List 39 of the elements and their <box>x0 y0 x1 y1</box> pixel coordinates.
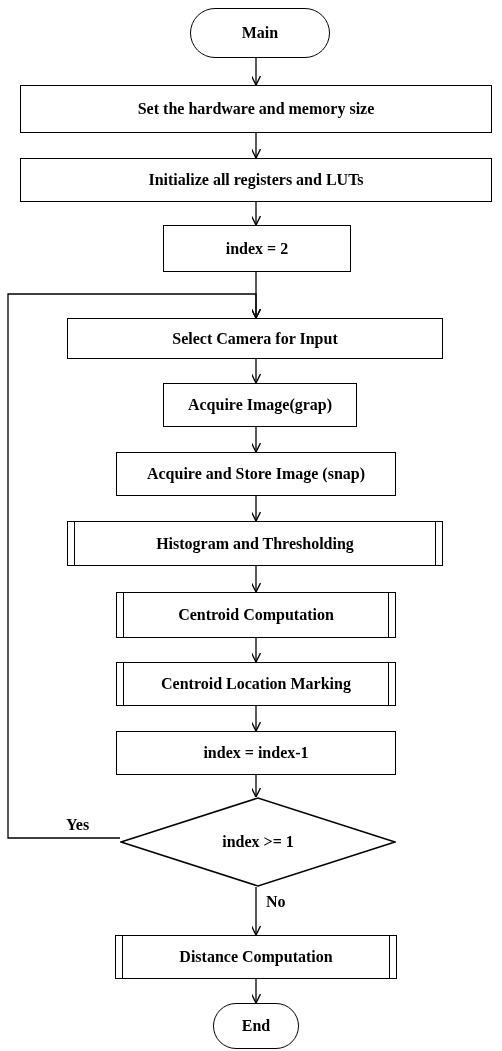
node-text: Acquire and Store Image (snap) <box>145 465 367 483</box>
arrow <box>250 565 262 593</box>
node-text: Centroid Computation <box>177 606 335 624</box>
arrow <box>250 358 262 384</box>
arrow <box>250 495 262 522</box>
node-text: Histogram and Thresholding <box>155 534 355 553</box>
process-box <box>20 158 492 202</box>
process-box <box>116 452 396 496</box>
arrow <box>250 705 262 732</box>
node-text: End <box>240 1017 272 1035</box>
arrow <box>250 774 262 798</box>
arrow <box>7 293 262 839</box>
arrow <box>250 637 262 663</box>
arrow <box>250 978 262 1004</box>
subprocess-box <box>116 592 396 638</box>
process-box <box>20 85 492 133</box>
node-text: index = index-1 <box>202 744 310 762</box>
arrow <box>250 426 262 453</box>
process-box <box>163 225 351 272</box>
node-text: Set the hardware and memory size <box>136 100 376 118</box>
arrow <box>250 886 262 936</box>
node-text: Main <box>240 24 280 42</box>
arrow <box>250 201 262 226</box>
node-text: Distance Computation <box>178 948 334 966</box>
subprocess-box <box>67 521 443 566</box>
node-text: index >= 1 <box>221 833 295 851</box>
arrow <box>250 132 262 159</box>
subprocess-box <box>116 662 396 706</box>
node-text: Select Camera for Input <box>171 329 339 348</box>
node-text: Initialize all registers and LUTs <box>147 171 365 189</box>
node-text: Acquire Image(grap) <box>186 396 334 414</box>
arrow <box>250 57 262 86</box>
decision-diamond <box>120 797 396 887</box>
node-text: index = 2 <box>224 239 290 258</box>
process-box <box>67 318 443 359</box>
process-box <box>116 731 396 775</box>
subprocess-box <box>115 935 397 979</box>
process-box <box>163 383 357 427</box>
node-text: Centroid Location Marking <box>160 675 352 693</box>
